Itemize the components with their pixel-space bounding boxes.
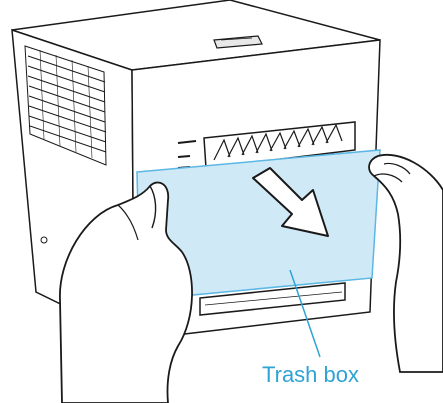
side-screw [41,237,47,243]
trash-box-label: Trash box [262,362,359,388]
right-hand [369,155,443,372]
